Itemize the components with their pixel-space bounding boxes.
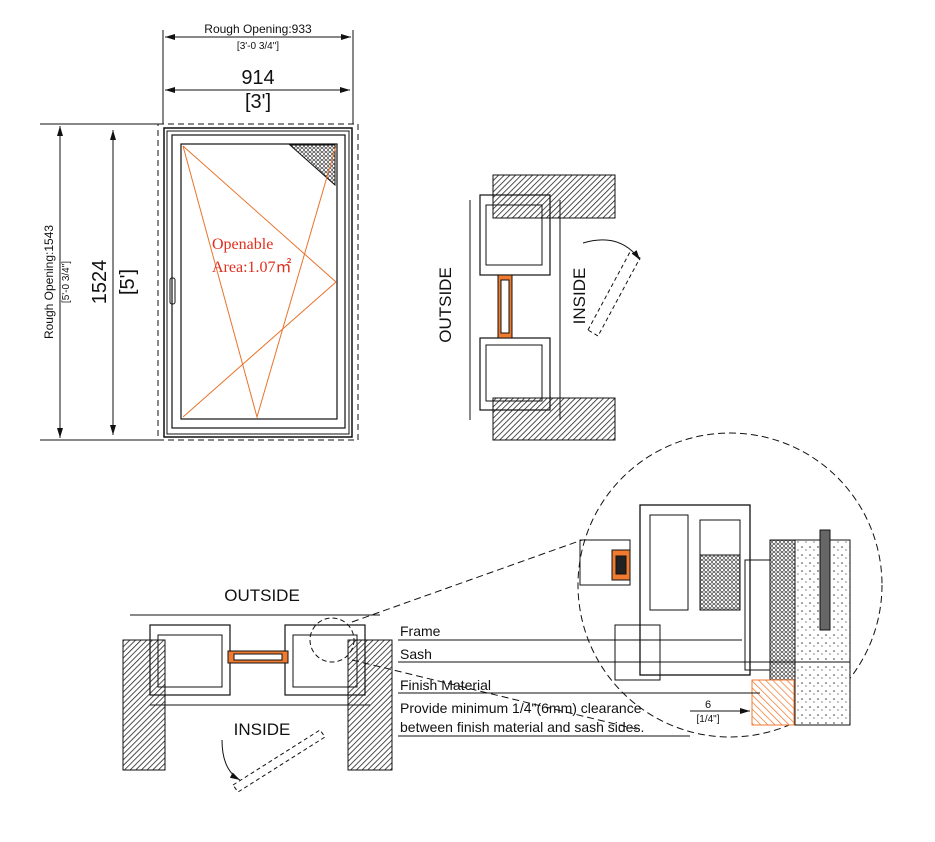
clearance-dimension: 6	[705, 699, 711, 711]
hs-outside-label: OUTSIDE	[224, 586, 300, 605]
horizontal-section	[122, 614, 393, 793]
width-dimension: 914	[241, 67, 274, 89]
finish-material-label: Finish Material	[400, 677, 491, 693]
openable-area: Area:1.07㎡	[212, 258, 292, 276]
sash-label: Sash	[400, 646, 432, 662]
window-elevation	[40, 30, 359, 441]
vs-outside-label: OUTSIDE	[436, 267, 455, 343]
hs-inside-label: INSIDE	[234, 720, 291, 739]
width-imperial: [3']	[245, 91, 271, 113]
vs-inside-label: INSIDE	[570, 268, 589, 325]
rough-width-imperial: [3'-0 3/4"]	[237, 41, 279, 52]
rough-height-imperial: [5'-0 3/4"]	[61, 261, 72, 303]
opening-lines	[182, 145, 337, 419]
detail-callout	[351, 432, 883, 738]
height-imperial: [5']	[117, 269, 139, 295]
rough-height-label: Rough Opening:1543	[42, 225, 56, 339]
clearance-note-line1: Provide minimum 1/4"(6mm) clearance	[400, 700, 642, 716]
frame-label: Frame	[400, 623, 441, 639]
vertical-section	[469, 174, 641, 441]
clearance-note-line2: between finish material and sash sides.	[400, 719, 644, 735]
height-dimension: 1524	[89, 260, 111, 305]
leader-lines	[398, 639, 850, 737]
handle-icon	[169, 277, 176, 305]
openable-label: Openable	[212, 236, 273, 253]
clearance-imperial: [1/4"]	[696, 714, 719, 725]
rough-width-label: Rough Opening:933	[204, 22, 312, 36]
